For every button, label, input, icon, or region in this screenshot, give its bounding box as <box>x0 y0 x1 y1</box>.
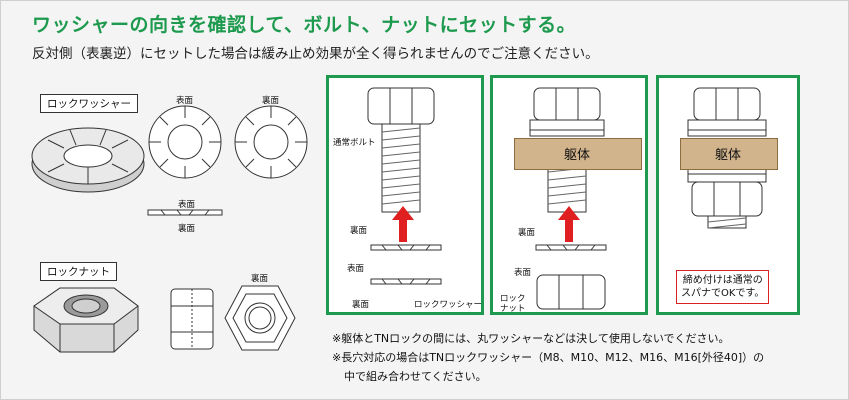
lock-nut-side-illustration <box>536 274 606 310</box>
washer-back-side-illustration <box>370 244 442 251</box>
lock-washer-perspective-illustration <box>31 127 145 193</box>
washer-side-front-label: 表面 <box>178 200 196 210</box>
note-3: 中で組み合わせてください。 <box>344 370 487 383</box>
note-2: ※長穴対応の場合はTNロックワッシャー（M8、M10、M12、M16、M16[外… <box>332 351 765 364</box>
panel2-front-label: 表面 <box>514 268 532 278</box>
washer-side-back-label: 裏面 <box>178 224 196 234</box>
body-label: 躯体 <box>563 148 590 163</box>
washer-front-side-illustration <box>370 278 442 285</box>
body-label: 躯体 <box>714 148 741 163</box>
panel1-front-label: 表面 <box>347 264 365 274</box>
wrench-note: 締め付けは通常の スパナでOKです。 <box>676 270 770 304</box>
lock-washer-side-view <box>147 209 223 216</box>
panel2-back-label: 裏面 <box>518 228 536 238</box>
bolt-illustration <box>367 87 435 213</box>
up-arrow-icon <box>392 206 414 242</box>
body-block <box>680 138 778 170</box>
panel1-washer-label: ロックワッシャー <box>414 300 483 310</box>
page-subtitle: 反対側（表裏逆）にセットした場合は緩み止め効果が全く得られませんのでご注意くださ… <box>32 46 599 62</box>
bolt-through-body-illustration <box>529 87 605 213</box>
body-block <box>514 138 642 170</box>
page-title: ワッシャーの向きを確認して、ボルト、ナットにセットする。 <box>32 14 577 36</box>
lock-nut-top-view <box>224 285 296 351</box>
panel2-nut-label: ロック ナット <box>500 294 526 314</box>
washer-side-illustration <box>535 244 607 251</box>
washer-front-label: 表面 <box>176 96 194 106</box>
note-1: ※躯体とTNロックの間には、丸ワッシャーなどは決して使用しないでください。 <box>332 332 730 345</box>
panel1-back-label-1: 裏面 <box>350 226 368 236</box>
nut-back-label: 裏面 <box>251 274 269 284</box>
up-arrow-icon <box>558 206 580 242</box>
panel1-back-label-2: 裏面 <box>352 300 370 310</box>
lock-nut-perspective-illustration <box>33 287 139 353</box>
bolt-label: 通常ボルト <box>333 138 376 148</box>
lock-nut-label: ロックナット <box>40 262 117 281</box>
lock-washer-back-view <box>234 105 308 179</box>
lock-washer-front-view <box>148 105 222 179</box>
washer-back-label: 裏面 <box>262 96 280 106</box>
assembled-bolt-illustration <box>687 87 767 229</box>
lock-nut-side-view <box>170 288 214 350</box>
lock-washer-label: ロックワッシャー <box>40 94 138 113</box>
